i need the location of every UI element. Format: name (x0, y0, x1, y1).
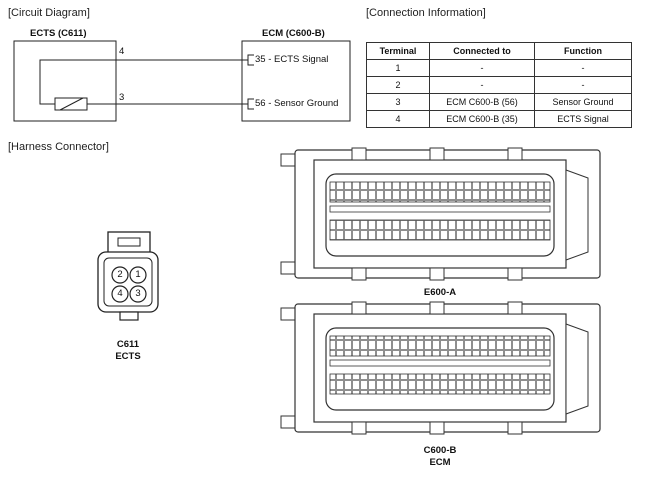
ecm-pin-56-label: 56 - Sensor Ground (255, 98, 339, 109)
table-cell: ECTS Signal (534, 110, 632, 128)
circuit-diagram-heading: [Circuit Diagram] (8, 7, 90, 19)
c600-b-label: C600-B (423, 445, 457, 456)
ects-box (13, 40, 117, 122)
thermistor-slash (59, 97, 84, 111)
harness-connector-heading: [Harness Connector] (8, 141, 109, 153)
table-cell: Sensor Ground (534, 93, 632, 111)
c611-pin-3: 3 (135, 288, 141, 299)
table-cell: 3 (366, 93, 430, 111)
ecm-box (241, 40, 351, 122)
wire-top-number: 4 (119, 46, 125, 57)
table-row: 4 ECM C600-B (35) ECTS Signal (366, 110, 632, 128)
table-cell: - (429, 76, 535, 94)
ecm-connector-b (280, 301, 601, 435)
connection-table: Terminal Connected to Function 1 - - 2 -… (366, 42, 632, 128)
table-cell: ECM C600-B (56) (429, 93, 535, 111)
column-header-function: Function (534, 42, 632, 60)
ecm-title: ECM (C600-B) (262, 28, 325, 39)
table-cell: 4 (366, 110, 430, 128)
table-header-row: Terminal Connected to Function (366, 42, 632, 60)
column-header-connected-to: Connected to (429, 42, 535, 60)
c611-label: C611 (116, 339, 140, 350)
table-cell: ECM C600-B (35) (429, 110, 535, 128)
connection-info-heading: [Connection Information] (366, 7, 486, 19)
c611-pin-4: 4 (117, 288, 123, 299)
ecm-label: ECM (429, 457, 451, 468)
ecm-connector-a (280, 147, 601, 281)
e600-a-label: E600-A (423, 287, 457, 298)
table-cell: - (534, 59, 632, 77)
c611-pin-1: 1 (135, 269, 141, 280)
c611-connector (97, 231, 159, 321)
table-cell: 1 (366, 59, 430, 77)
c611-pin-2: 2 (117, 269, 123, 280)
ects-label: ECTS (115, 351, 141, 362)
table-cell: 2 (366, 76, 430, 94)
table-row: 3 ECM C600-B (56) Sensor Ground (366, 93, 632, 111)
table-cell: - (429, 59, 535, 77)
wire-bottom-number: 3 (119, 92, 125, 103)
ecm-pin-35-bracket (247, 54, 254, 66)
sensor-loop (39, 59, 116, 105)
table-cell: - (534, 76, 632, 94)
ecm-pin-35-label: 35 - ECTS Signal (255, 54, 329, 65)
table-row: 2 - - (366, 76, 632, 94)
column-header-terminal: Terminal (366, 42, 430, 60)
ecm-pin-56-bracket (247, 98, 254, 110)
ects-title: ECTS (C611) (30, 28, 87, 39)
table-row: 1 - - (366, 59, 632, 77)
